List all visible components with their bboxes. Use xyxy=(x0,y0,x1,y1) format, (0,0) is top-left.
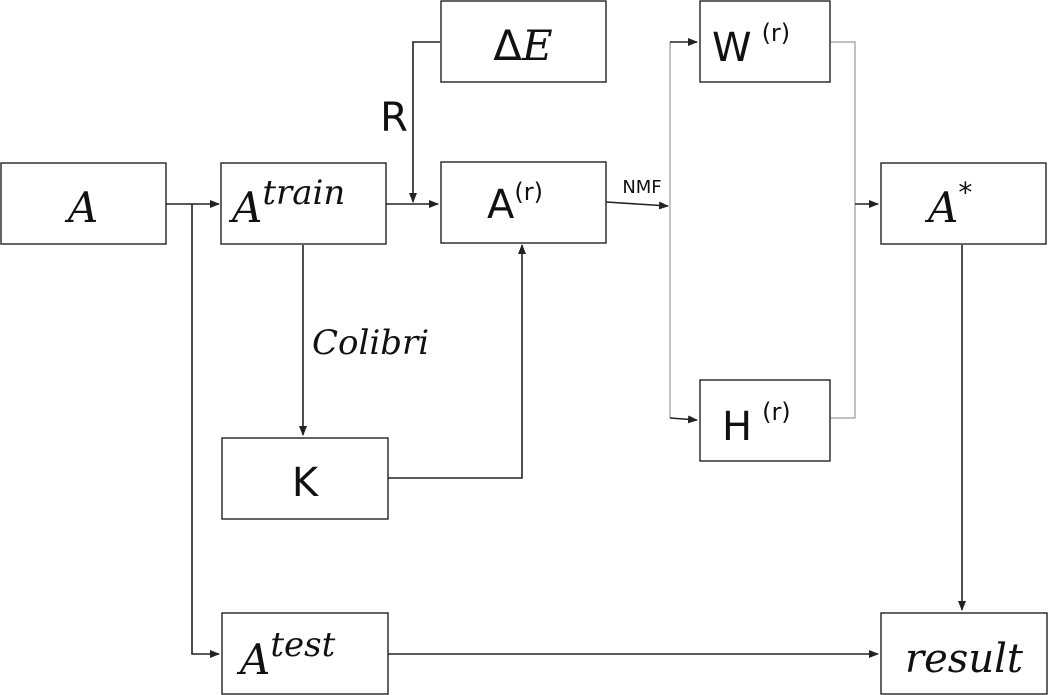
node-a-star: A* xyxy=(880,162,1047,245)
node-w-r: W(r) xyxy=(699,0,831,83)
node-a-train: Atrain xyxy=(220,162,387,245)
node-delta-e-label: ΔE xyxy=(493,21,552,70)
node-h-r: H(r) xyxy=(699,379,831,462)
node-k-label: K xyxy=(292,460,320,506)
node-a-train-label: Atrain xyxy=(228,173,345,232)
edge-a-to-atest xyxy=(191,204,220,658)
node-a-test-label: Atest xyxy=(236,625,336,684)
node-result: result xyxy=(880,612,1048,695)
node-a: A xyxy=(0,162,167,245)
node-a-r: A(r) xyxy=(440,161,607,244)
edge-nmf-to-h xyxy=(669,415,698,424)
edge-ar-to-nmf xyxy=(605,201,669,210)
node-a-star-label: A* xyxy=(924,176,972,232)
node-a-r-label: A(r) xyxy=(487,178,543,228)
connectors xyxy=(166,38,966,658)
edge-label-nmf: NMF xyxy=(622,177,661,198)
node-a-test: Atest xyxy=(221,612,389,695)
node-result-label: result xyxy=(905,636,1024,682)
edge-label-r: R xyxy=(380,95,408,141)
edge-deltae-to-ar xyxy=(409,41,440,203)
node-w-r-label: W(r) xyxy=(712,19,790,71)
w-h-join-bar xyxy=(830,41,856,419)
edge-k-to-ar xyxy=(388,244,526,479)
node-h-r-label: H(r) xyxy=(722,398,791,450)
edge-label-colibri: Colibri xyxy=(312,323,429,363)
node-delta-e: ΔE xyxy=(440,0,607,83)
node-k: K xyxy=(221,437,389,520)
node-a-label: A xyxy=(64,183,98,232)
